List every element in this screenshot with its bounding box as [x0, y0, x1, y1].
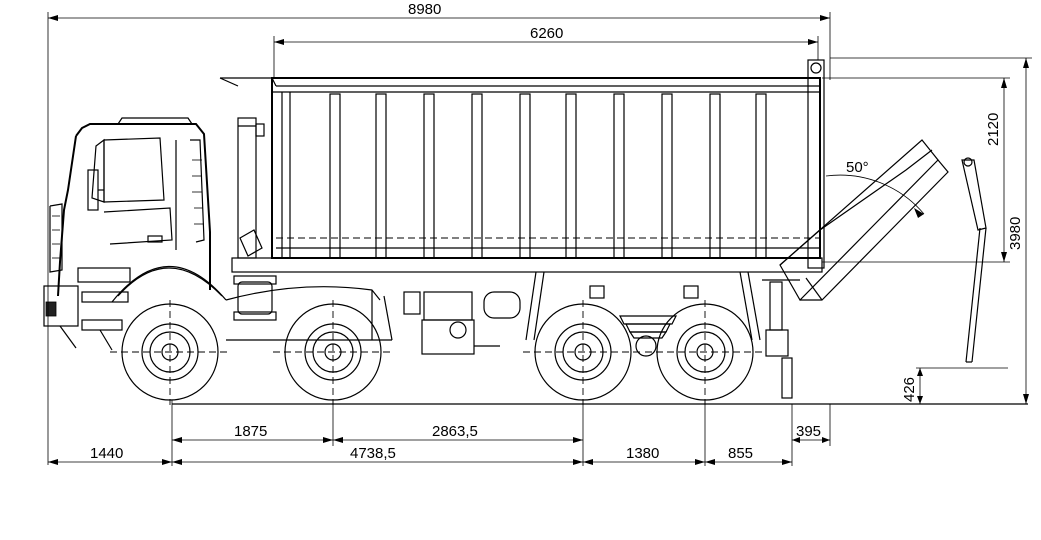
label-rear-axle-to-end: 855	[728, 445, 753, 462]
wheel-axle-2	[273, 300, 393, 405]
exhaust-stack	[237, 117, 265, 259]
label-wheelbase-1-3: 4738,5	[350, 445, 396, 462]
body-ribs	[329, 93, 767, 259]
label-tailgate-clearance: 426	[901, 377, 918, 402]
label-body-height: 2120	[985, 113, 1002, 146]
cab	[43, 117, 227, 351]
dump-body	[219, 59, 825, 273]
tailgate-open	[779, 139, 987, 363]
label-overall-length: 8980	[408, 1, 441, 18]
wheel-axle-1	[110, 300, 230, 405]
label-wheelbase-1-2: 1875	[234, 423, 267, 440]
label-front-overhang: 1440	[90, 445, 123, 462]
label-body-length: 6260	[530, 25, 563, 42]
dimension-lines	[47, 12, 1032, 466]
label-tilt-angle: 50°	[846, 159, 869, 176]
label-wheelbase-2-3: 2863,5	[432, 423, 478, 440]
label-wheelbase-3-4: 1380	[626, 445, 659, 462]
chassis	[225, 271, 800, 399]
label-overall-height: 3980	[1007, 217, 1024, 250]
label-rear-overhang: 395	[796, 423, 821, 440]
